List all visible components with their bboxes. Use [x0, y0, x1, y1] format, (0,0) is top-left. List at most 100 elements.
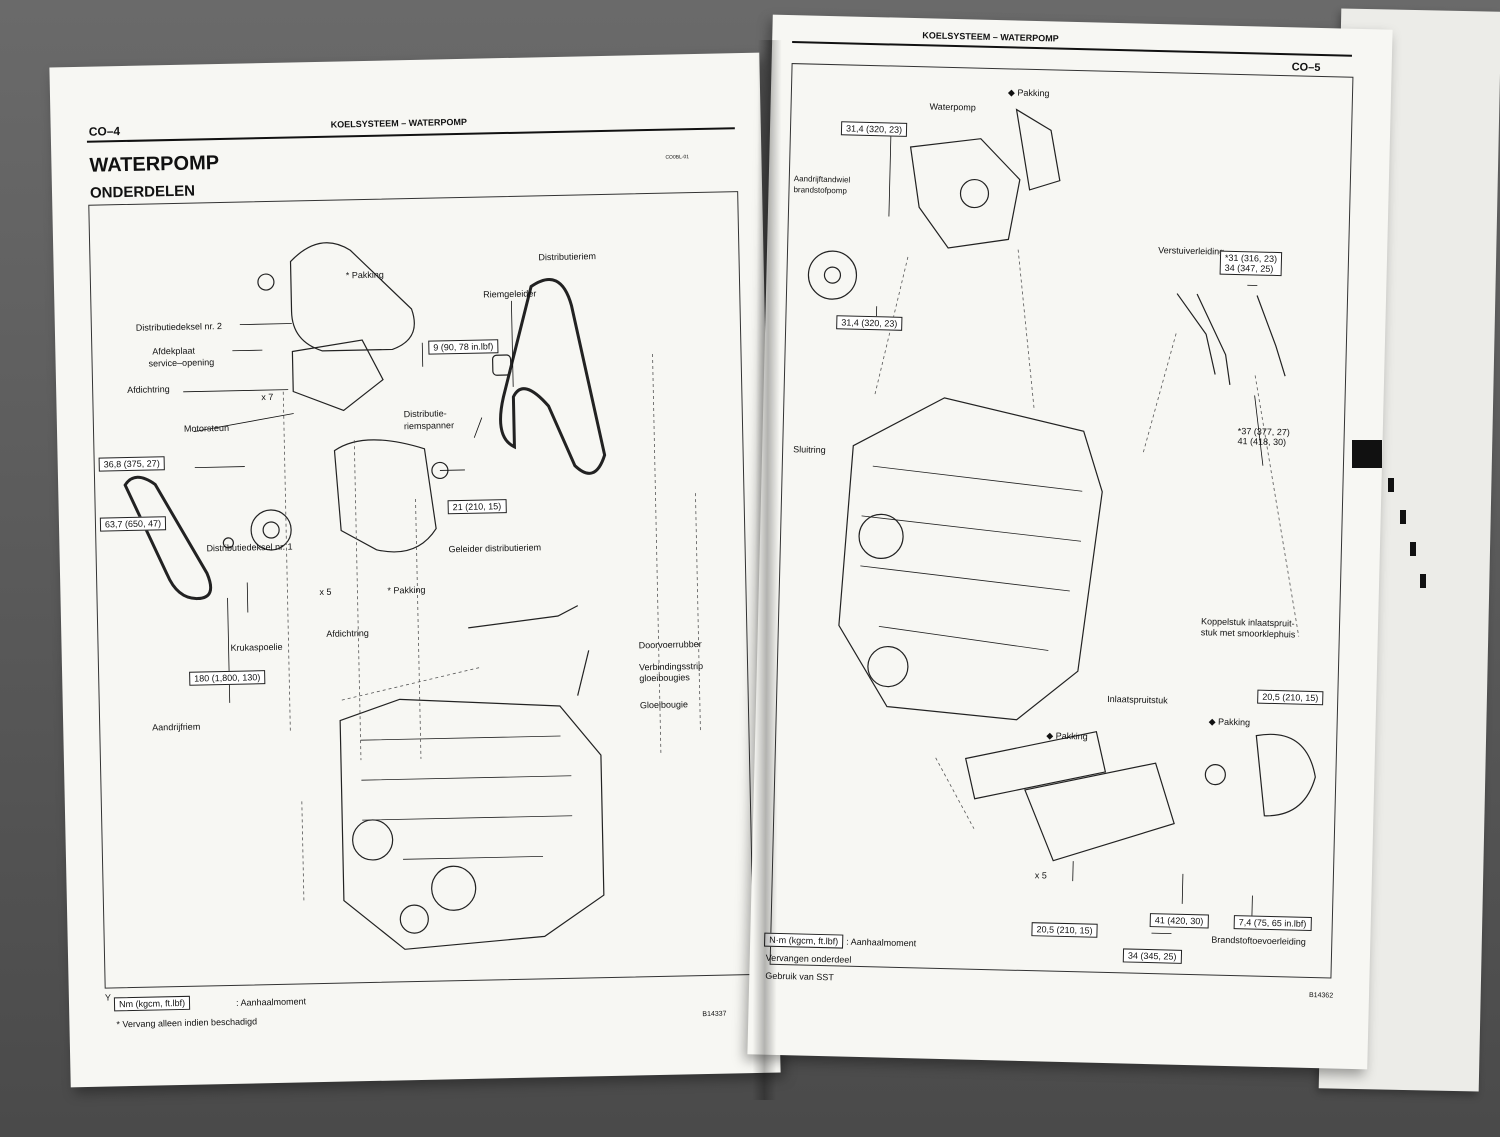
header-rule [792, 41, 1352, 57]
index-tab-mark [1352, 440, 1382, 468]
label-motorsteun: Motorsteun [183, 422, 230, 434]
index-tick-1 [1388, 478, 1394, 492]
timing-cover-2-shape [289, 242, 415, 352]
figure-code: B14362 [1308, 991, 1334, 1000]
engine-block-outline [339, 698, 605, 950]
leader-lines [282, 353, 701, 902]
engine-pulley-c [399, 904, 429, 934]
torque-box-4-line-2: 41 (418, 30) [1237, 436, 1287, 448]
tensioner-shape [492, 354, 512, 376]
section-subtitle: ONDERDELEN [89, 182, 196, 202]
label-x7: x 7 [261, 391, 274, 403]
torque-box-3-line-2: 34 (347, 25) [1224, 262, 1274, 274]
callout-lines [876, 136, 1264, 934]
parts-diagram-frame: Waterpomp ◆ Pakking Aandrijftandwiel bra… [769, 63, 1354, 979]
timing-belt-shape [499, 277, 607, 475]
crank-pulley-inner [262, 521, 280, 539]
torque-box-1: 9 (90, 78 in.lbf) [428, 339, 499, 355]
legend-box: Nm (kgcm, ft.lbf) [113, 995, 191, 1012]
footnote: * Vervang alleen indien beschadigd [116, 1016, 258, 1030]
engine-pulley-a [858, 513, 904, 559]
label-pakking-mid: ◆ Pakking [1046, 730, 1088, 742]
label-aandrijfriem: Aandrijfriem [152, 721, 201, 733]
corner-mark: Y [104, 992, 112, 1003]
label-x5: x 5 [319, 586, 332, 598]
label-gloeibougies: gloeibougies [639, 672, 690, 684]
right-manual-page: KOELSYSTEEM – WATERPOMP CO–5 [747, 14, 1393, 1070]
label-riemspanner: riemspanner [403, 420, 455, 432]
torque-box-1: 31,4 (320, 23) [840, 121, 908, 137]
label-distributie: Distributie- [403, 408, 447, 420]
label-pakking-top: * Pakking [345, 269, 384, 281]
torque-box-3: *31 (316, 23) 34 (347, 25) [1219, 250, 1283, 277]
label-verbindingsstrip: Verbindingsstrip [638, 660, 704, 673]
label-distributieriem: Distributieriem [538, 251, 597, 263]
label-sluitring: Sluitring [793, 444, 826, 456]
label-afdekplaat: Afdekplaat [152, 345, 195, 357]
injection-pipes [1176, 293, 1286, 385]
label-inlaatspruitstuk: Inlaatspruitstuk [1107, 693, 1168, 706]
header-rule [86, 127, 735, 143]
torque-box-7: 7,4 (75, 65 in.lbf) [1233, 915, 1312, 932]
callout-lines [183, 300, 514, 703]
engine-pulley-b [867, 645, 909, 688]
water-pump-shape [909, 138, 1021, 249]
label-riemgeleider: Riemgeleider [483, 288, 537, 300]
label-brandstofpomp: brandstofpomp [793, 185, 847, 196]
index-tick-2 [1400, 510, 1406, 524]
torque-box-4: 21 (210, 15) [447, 499, 507, 515]
label-distributiedeksel-1: Distributiedeksel nr. 1 [206, 541, 293, 554]
torque-box-5: 180 (1,800, 130) [189, 670, 266, 686]
engine-block-outline [838, 397, 1103, 721]
torque-box-2: 31,4 (320, 23) [836, 315, 903, 331]
engine-pulley-b [431, 865, 477, 911]
label-gloeibougie: Gloeibougie [639, 699, 689, 711]
label-krukaspoelie: Krukaspoelie [230, 641, 283, 653]
torque-box-3: 63,7 (650, 47) [99, 516, 167, 532]
crank-pulley-outer [250, 509, 292, 551]
drive-belt-shape [123, 475, 213, 601]
leader-lines [874, 249, 1300, 829]
pulley-bolt [222, 537, 234, 549]
page-code: CO–5 [1291, 61, 1321, 74]
torque-box-6: 41 (420, 30) [1149, 913, 1209, 929]
left-manual-page: CO–4 KOELSYSTEEM – WATERPOMP WATERPOMP C… [49, 52, 781, 1088]
intake-manifold-shape [1024, 762, 1175, 862]
label-x5: x 5 [1034, 870, 1047, 881]
label-geleider: Geleider distributieriem [448, 542, 542, 555]
torque-box-5: 20,5 (210, 15) [1257, 689, 1324, 706]
engine-pulley-a [352, 819, 394, 861]
torque-box-2: 36,8 (375, 27) [98, 456, 165, 472]
label-distributiedeksel-2: Distributiedeksel nr. 2 [135, 320, 222, 333]
page-header: KOELSYSTEEM – WATERPOMP [922, 30, 1059, 44]
label-doorvoerrubber: Doorvoerrubber [638, 639, 702, 651]
torque-box-4: *37 (377, 27) 41 (418, 30) [1233, 425, 1294, 448]
label-aandrijftandwiel: Aandrijftandwiel [793, 174, 851, 185]
label-pakking-low: ◆ Pakking [1208, 716, 1251, 728]
parts-diagram-frame: * Pakking Distributiedeksel nr. 2 Afdekp… [88, 191, 755, 1029]
fuel-pump-gear [807, 250, 858, 300]
page-title: WATERPOMP [89, 152, 220, 177]
service-plate-shape [257, 273, 275, 291]
throttle-gasket-shape [1204, 764, 1226, 786]
page-header: KOELSYSTEEM – WATERPOMP [330, 116, 468, 130]
index-tick-4 [1420, 574, 1426, 588]
torque-box-9: 34 (345, 25) [1122, 948, 1182, 964]
timing-cover-1-shape [333, 439, 437, 553]
legend-replaced-part: Vervangen onderdeel [765, 952, 852, 965]
page-code: CO–4 [88, 124, 121, 139]
label-afdichtring-1: Afdichtring [127, 384, 170, 395]
legend-text: : Aanhaalmoment [846, 936, 917, 949]
label-waterpomp: Waterpomp [929, 101, 976, 113]
label-pakking-top: ◆ Pakking [1007, 87, 1050, 99]
label-afdichtring-2: Afdichtring [326, 627, 369, 639]
glow-plug-shape [577, 650, 590, 696]
label-verstuiverleiding: Verstuiverleiding [1158, 245, 1225, 257]
index-tick-3 [1410, 542, 1416, 556]
figure-code: B14337 [702, 1010, 727, 1019]
exploded-parts-drawing [123, 242, 701, 950]
label-pakking-mid: * Pakking [387, 584, 426, 596]
glow-plug-strip [468, 605, 579, 629]
pump-gasket-shape [1015, 108, 1061, 191]
